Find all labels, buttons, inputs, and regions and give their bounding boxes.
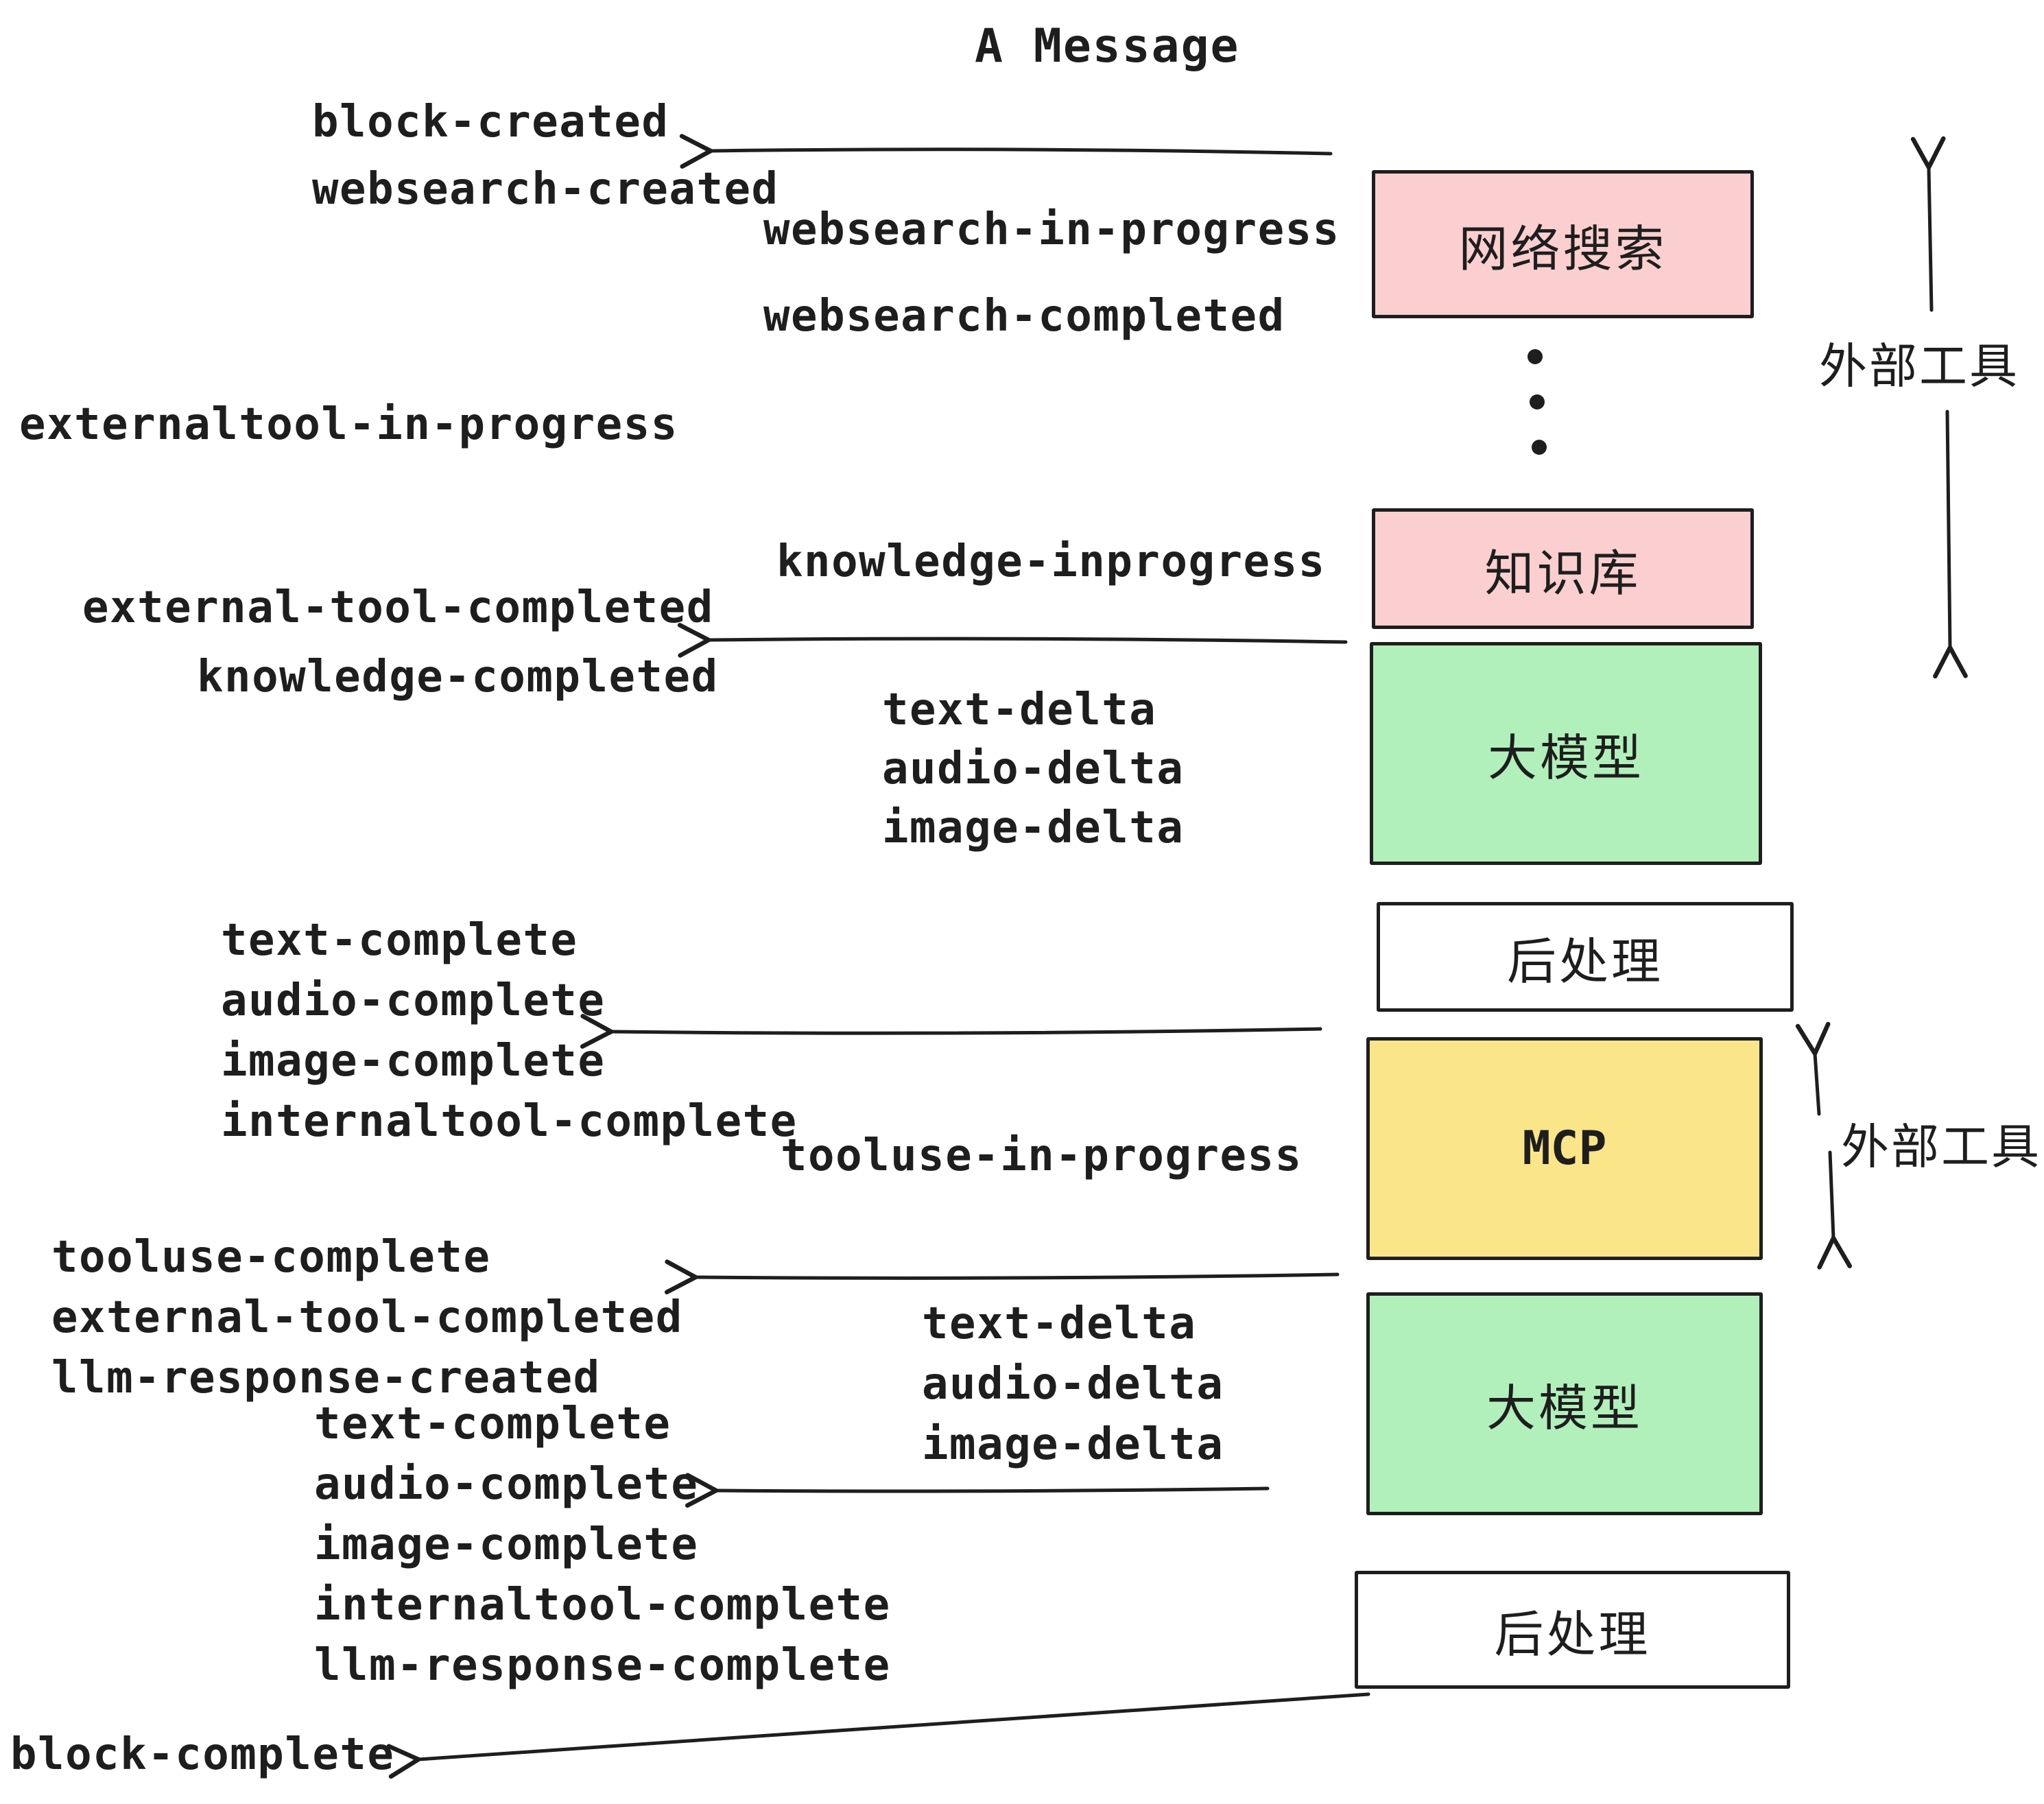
event-audio-delta: audio-delta — [882, 744, 1185, 794]
event-websearch-completed: websearch-completed — [763, 291, 1285, 342]
node-knowledge-base-label: 知识库 — [1484, 544, 1641, 602]
event-knowledge-inprogress: knowledge-inprogress — [776, 536, 1326, 587]
ellipsis-dots — [1528, 349, 1547, 455]
event-block-complete: block-complete — [10, 1729, 395, 1780]
node-postprocess-2-label: 后处理 — [1494, 1605, 1651, 1663]
event-text-complete: text-complete — [221, 915, 578, 966]
node-knowledge-base: 知识库 — [1372, 508, 1754, 629]
arrow-llm-complete — [716, 1488, 1270, 1491]
external-tool-down-arrow-2 — [1830, 1150, 1833, 1238]
event-websearch-created: websearch-created — [312, 164, 779, 215]
event-external-tool-completed: external-tool-completed — [82, 582, 714, 633]
event-image-delta-2: image-delta — [922, 1419, 1224, 1470]
arrow-internal-complete — [611, 1029, 1322, 1033]
node-postprocess-2: 后处理 — [1355, 1571, 1790, 1689]
node-mcp: MCP — [1366, 1037, 1763, 1260]
event-text-delta: text-delta — [882, 685, 1157, 735]
diagram-title: A Message — [975, 19, 1240, 73]
node-websearch: 网络搜索 — [1372, 170, 1754, 318]
event-internaltool-complete: internaltool-complete — [221, 1096, 798, 1147]
event-llm-response-complete: llm-response-complete — [314, 1640, 891, 1691]
event-knowledge-completed: knowledge-completed — [197, 652, 719, 702]
node-llm-1: 大模型 — [1370, 642, 1762, 865]
external-tool-down-arrow-1 — [1947, 410, 1950, 648]
arrow-knowledge-completed — [709, 639, 1348, 642]
node-websearch-label: 网络搜索 — [1458, 219, 1667, 278]
event-audio-delta-2: audio-delta — [922, 1359, 1224, 1410]
event-externaltool-in-progress: externaltool-in-progress — [19, 399, 678, 450]
event-internaltool-complete-2: internaltool-complete — [314, 1580, 891, 1630]
event-llm-response-created: llm-response-created — [51, 1353, 601, 1403]
event-image-delta: image-delta — [882, 803, 1185, 853]
event-block-created: block-created — [312, 97, 669, 147]
event-text-complete-2: text-complete — [314, 1399, 672, 1449]
event-image-complete: image-complete — [221, 1036, 606, 1087]
event-external-tool-completed-2: external-tool-completed — [51, 1292, 683, 1343]
external-tool-up-arrow-2 — [1815, 1054, 1819, 1116]
event-audio-complete-2: audio-complete — [314, 1459, 699, 1510]
external-tools-annotation-2: 外部工具 — [1841, 1119, 2041, 1175]
event-websearch-in-progress: websearch-in-progress — [763, 204, 1340, 255]
event-tooluse-complete: tooluse-complete — [51, 1232, 491, 1283]
node-llm-1-label: 大模型 — [1487, 729, 1644, 787]
arrow-tooluse-complete — [696, 1274, 1340, 1278]
arrow-websearch-created — [711, 150, 1333, 154]
arrow-block-complete — [418, 1692, 1370, 1759]
node-llm-2: 大模型 — [1366, 1292, 1763, 1515]
event-image-complete-2: image-complete — [314, 1519, 699, 1570]
external-tool-up-arrow-1 — [1929, 167, 1932, 312]
event-text-delta-2: text-delta — [922, 1298, 1197, 1349]
event-audio-complete: audio-complete — [221, 975, 606, 1026]
node-mcp-label: MCP — [1522, 1121, 1607, 1176]
event-tooluse-in-progress: tooluse-in-progress — [781, 1130, 1303, 1181]
node-postprocess-1-label: 后处理 — [1506, 932, 1663, 990]
external-tools-annotation-1: 外部工具 — [1819, 338, 2019, 394]
node-llm-2-label: 大模型 — [1486, 1379, 1643, 1437]
node-postprocess-1: 后处理 — [1377, 902, 1794, 1012]
